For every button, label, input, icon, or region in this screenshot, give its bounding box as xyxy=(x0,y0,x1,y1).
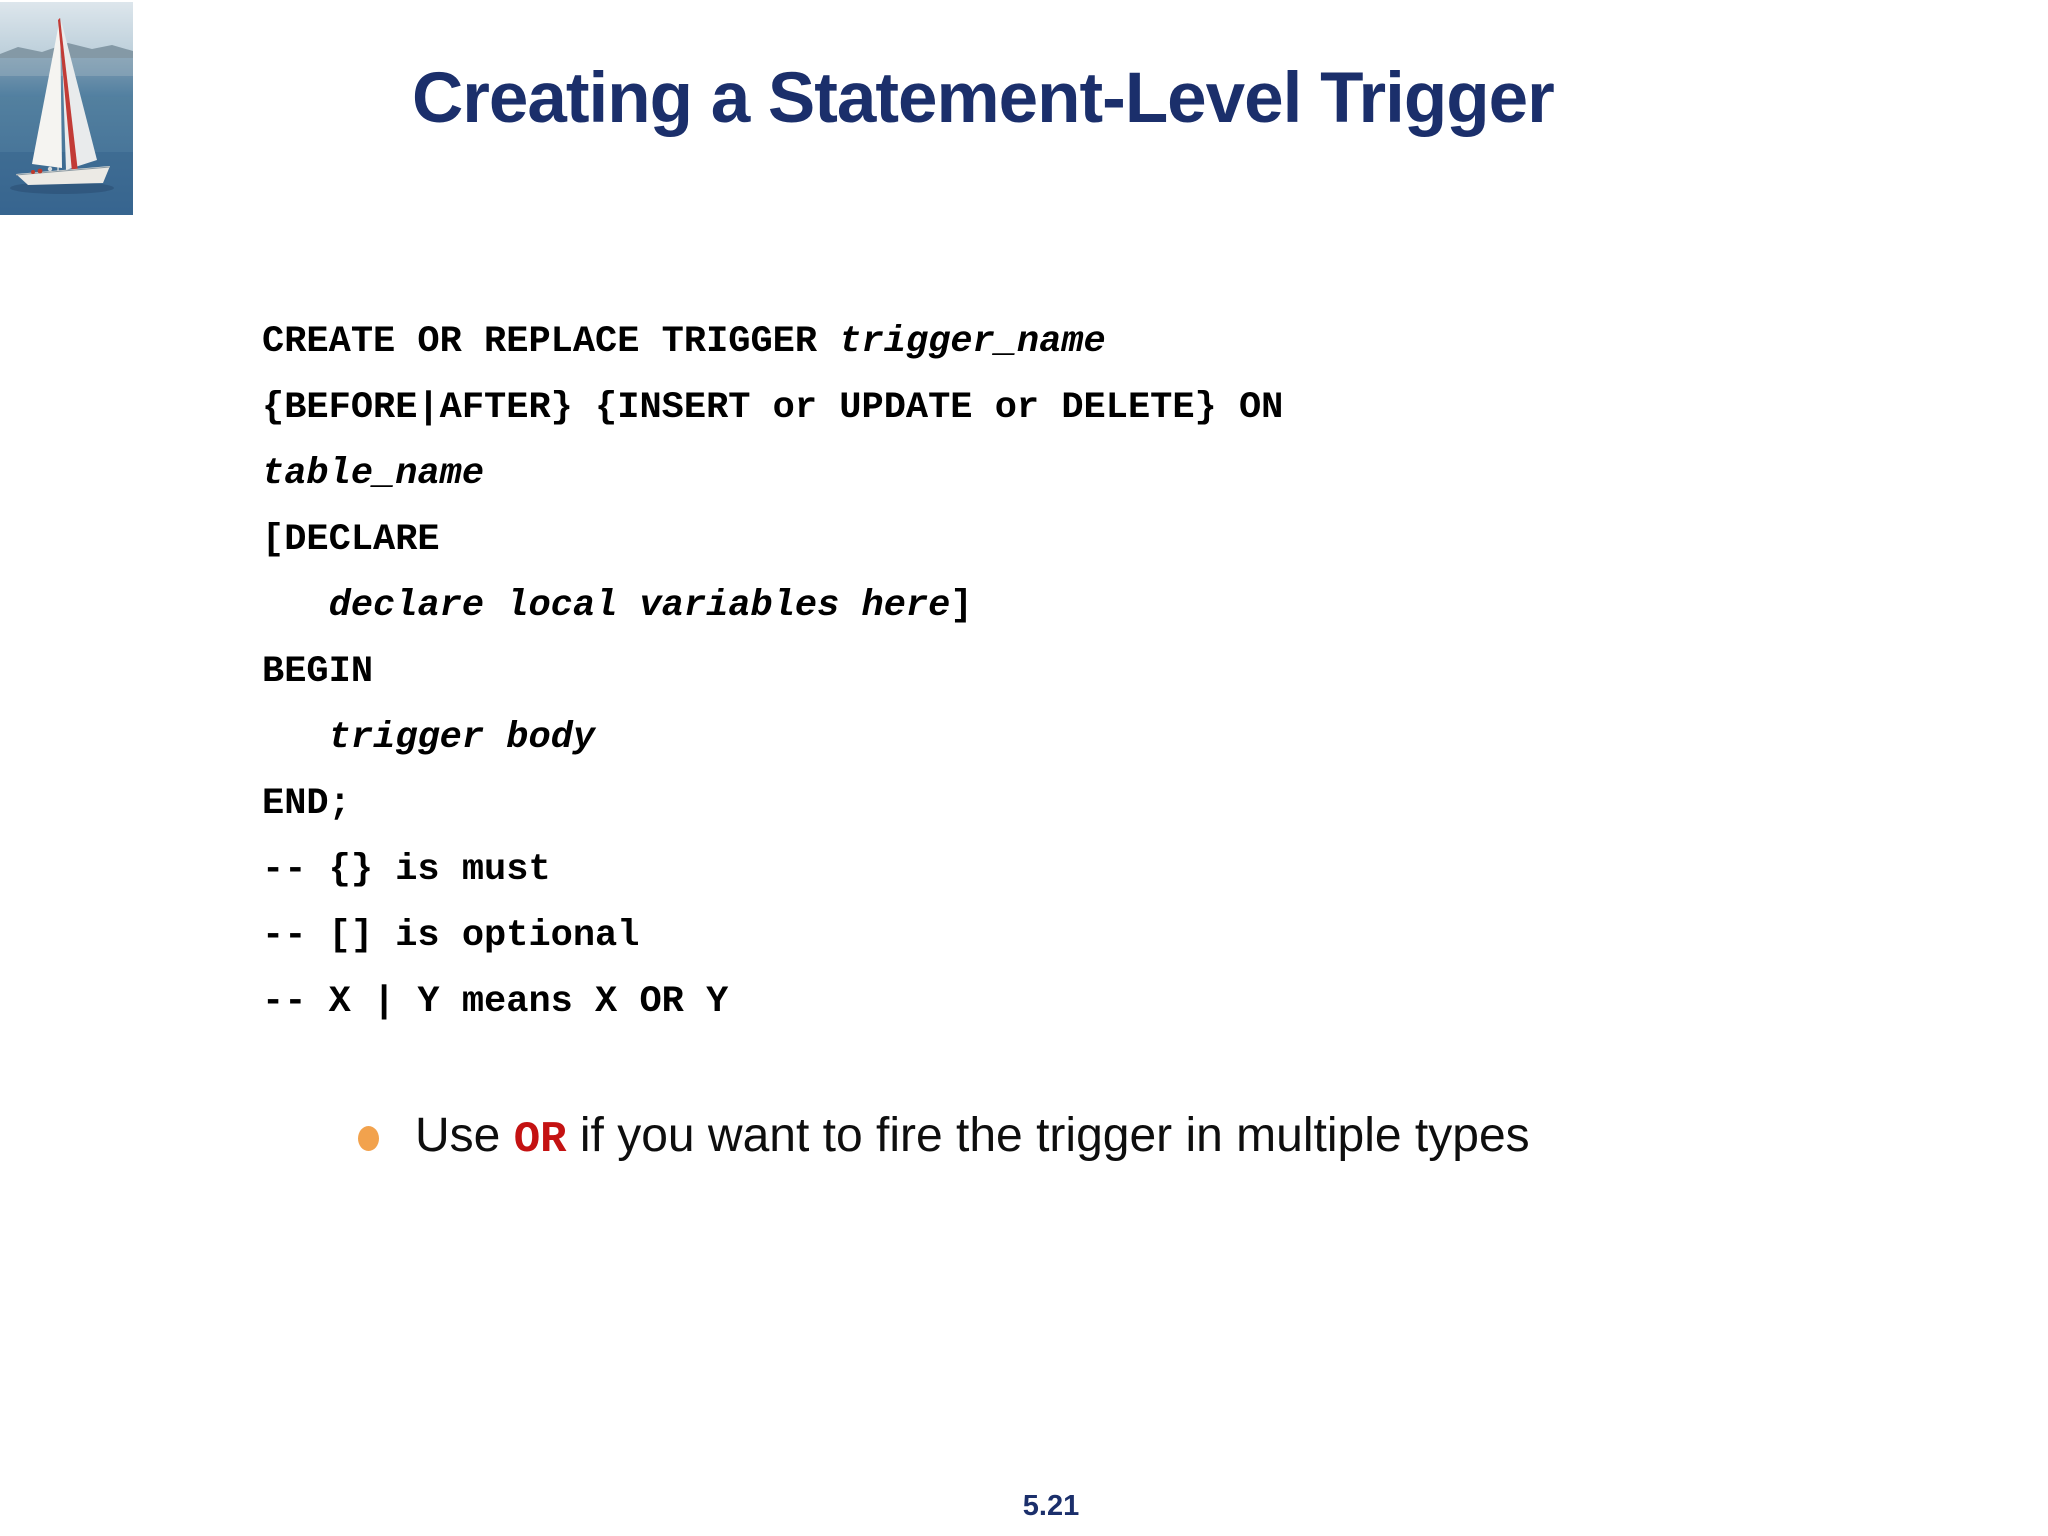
code-placeholder-trigger-body: trigger body xyxy=(328,717,596,759)
code-line-3: table_name xyxy=(262,441,1283,507)
bullet-item: Use OR if you want to fire the trigger i… xyxy=(358,1108,1530,1165)
code-line-2: {BEFORE|AFTER} {INSERT or UPDATE or DELE… xyxy=(262,375,1283,441)
red-sail-stripe xyxy=(58,18,78,172)
code-seg: [DECLARE xyxy=(262,519,440,561)
code-line-7: trigger body xyxy=(262,705,1283,771)
code-line-9: -- {} is must xyxy=(262,837,1283,903)
code-comment: -- X | Y means X OR Y xyxy=(262,981,729,1023)
code-seg: CREATE OR REPLACE TRIGGER xyxy=(262,321,840,363)
crew-figure xyxy=(37,168,43,174)
code-placeholder-trigger-name: trigger_name xyxy=(839,321,1106,363)
code-line-8: END; xyxy=(262,771,1283,837)
page-number: 5.21 xyxy=(1022,1490,1080,1522)
bullet-label: Use OR if you want to fire the trigger i… xyxy=(415,1108,1530,1165)
crew-figure xyxy=(31,170,35,174)
boat-shadow xyxy=(10,182,114,194)
code-line-1: CREATE OR REPLACE TRIGGER trigger_name xyxy=(262,309,1283,375)
code-line-5: declare local variables here] xyxy=(262,573,1283,639)
code-block: CREATE OR REPLACE TRIGGER trigger_name {… xyxy=(262,309,1283,1035)
code-line-6: BEGIN xyxy=(262,639,1283,705)
code-seg: {BEFORE|AFTER} {INSERT or UPDATE or DELE… xyxy=(262,387,1284,429)
code-placeholder-table-name: table_name xyxy=(262,453,485,495)
code-seg: BEGIN xyxy=(262,651,374,693)
sailboat-graphic xyxy=(0,2,133,215)
hull xyxy=(16,166,110,185)
code-indent xyxy=(262,585,329,627)
crew-figure xyxy=(47,166,53,172)
code-placeholder-declarations: declare local variables here xyxy=(328,585,951,627)
code-seg: ] xyxy=(950,585,973,627)
mainsail xyxy=(32,18,62,168)
code-comment: -- {} is must xyxy=(262,849,551,891)
or-keyword: OR xyxy=(513,1115,567,1165)
bullet-text-end: if you want to fire the trigger in multi… xyxy=(566,1109,1530,1162)
page-title: Creating a Statement-Level Trigger xyxy=(412,59,1555,138)
bullet-text-start: Use xyxy=(415,1109,514,1162)
sailboat-photo xyxy=(0,2,133,215)
code-line-4: [DECLARE xyxy=(262,507,1283,573)
code-line-11: -- X | Y means X OR Y xyxy=(262,969,1283,1035)
bullet-dot-icon xyxy=(358,1126,379,1151)
code-line-10: -- [] is optional xyxy=(262,903,1283,969)
code-seg: END; xyxy=(262,783,351,825)
code-indent xyxy=(262,717,329,759)
code-comment: -- [] is optional xyxy=(262,915,640,957)
